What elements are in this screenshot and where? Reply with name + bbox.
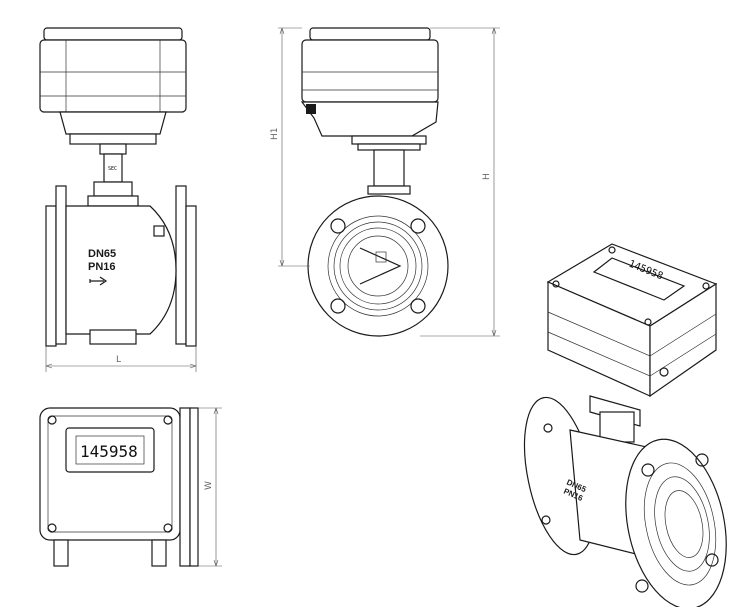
front-valve-body <box>45 185 197 347</box>
side-flange <box>307 195 449 337</box>
front-actuator-housing <box>39 27 187 145</box>
dimension-w-label: W <box>204 481 214 490</box>
side-actuator-housing <box>300 27 439 151</box>
dimension-h-label: H <box>482 173 492 180</box>
front-size-label: DN65 <box>88 248 116 260</box>
flow-arrow-icon <box>89 276 108 286</box>
top-width-dimension: W <box>198 407 222 567</box>
front-pressure-label: PN16 <box>88 261 116 273</box>
iso-actuator: 145958 <box>546 243 718 398</box>
top-display-value: 145958 <box>80 442 138 461</box>
iso-body <box>523 396 727 607</box>
dimension-l-label: L <box>116 355 121 365</box>
isometric-view: 145958 DN65 PN16 <box>523 243 727 607</box>
front-view: SEC DN65 PN16 L <box>39 27 197 372</box>
side-h1-dimension: H1 <box>270 27 310 267</box>
side-view: H1 H <box>270 27 500 337</box>
top-view: 145958 W <box>39 407 222 567</box>
front-stem: SEC <box>87 143 139 207</box>
svg-text:SEC: SEC <box>108 166 117 172</box>
dimension-h1-label: H1 <box>270 128 280 141</box>
side-stem <box>367 149 411 195</box>
side-h-dimension: H <box>420 27 500 337</box>
front-length-dimension: L <box>45 346 197 372</box>
